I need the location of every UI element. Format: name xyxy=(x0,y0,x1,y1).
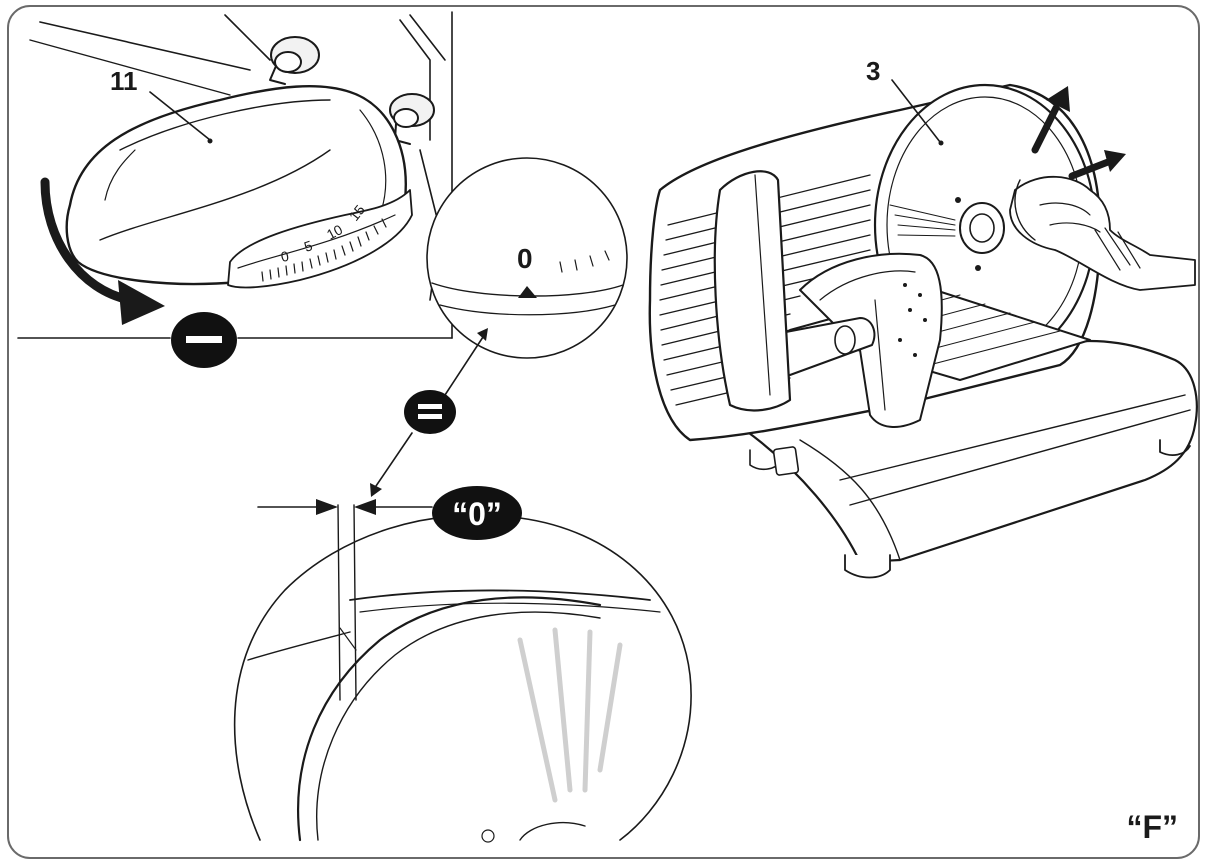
blade-radial-lines xyxy=(889,204,956,237)
scale-label-10: 10 xyxy=(324,221,345,243)
bolt-lower xyxy=(389,93,435,145)
rotate-arrow-icon xyxy=(40,177,165,325)
zero-badge-background xyxy=(432,486,522,540)
scale-label-0: 0 xyxy=(279,248,290,265)
leader-3 xyxy=(891,79,941,143)
dial-inset: 0 5 10 15 11 xyxy=(17,11,453,339)
gap-dimension-arrows xyxy=(257,499,433,515)
minus-badge xyxy=(171,312,237,368)
meat-slicer xyxy=(648,83,1198,579)
part-number-3: 3 xyxy=(866,56,880,86)
hand-with-cloth xyxy=(1009,175,1196,291)
motion-arrow-right-icon xyxy=(1068,150,1126,180)
thickness-knob xyxy=(65,84,413,289)
blade-gap-magnifier xyxy=(233,504,692,843)
zero-indicator-bubble xyxy=(426,157,628,359)
figure-label: “F” xyxy=(1126,809,1178,845)
motion-arrow-up-icon xyxy=(1031,86,1070,154)
pointer-triangle-icon xyxy=(518,286,537,298)
blade-hub xyxy=(959,202,1005,254)
bolt-upper xyxy=(269,36,320,85)
equals-badge xyxy=(404,390,456,434)
leader-11 xyxy=(149,91,211,141)
pusher-spikes xyxy=(898,283,927,357)
scale-ticks xyxy=(261,218,387,282)
connector-arrows xyxy=(370,328,488,497)
dial-zero-mark: 0 xyxy=(517,243,533,274)
part-number-11: 11 xyxy=(110,66,138,96)
blade-reflections xyxy=(517,627,623,803)
zero-badge-label: “0” xyxy=(452,496,502,532)
